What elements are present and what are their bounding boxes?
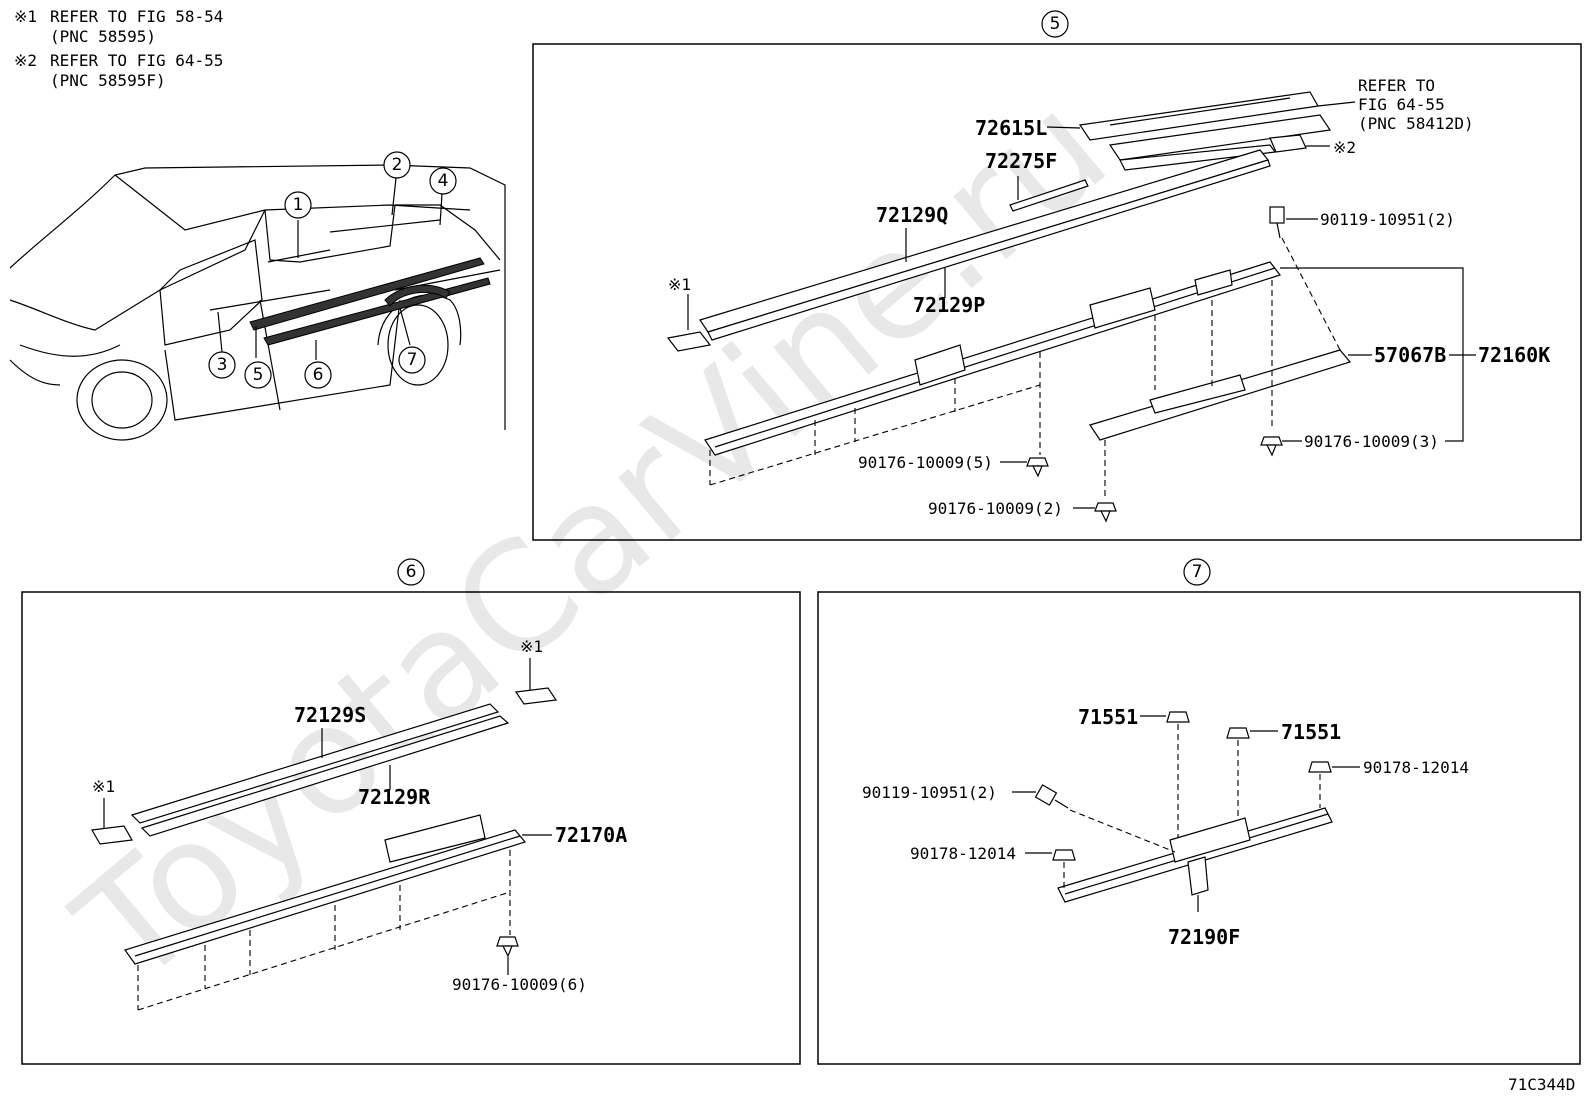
- note-1-mark: ※1: [14, 7, 37, 26]
- part-72160K: 72160K: [1478, 343, 1550, 367]
- part-72615L: 72615L: [975, 116, 1047, 140]
- part-72129S: 72129S: [294, 703, 366, 727]
- part-72129Q: 72129Q: [876, 203, 948, 227]
- part-71551-a: 71551: [1078, 705, 1138, 729]
- part-clip-90176-10009-3: 90176-10009(3): [1304, 432, 1439, 451]
- overview-callout-5: 5: [244, 361, 272, 389]
- notes: ※1 REFER TO FIG 58-54 (PNC 58595) ※2 REF…: [14, 7, 223, 90]
- svg-text:3: 3: [217, 355, 228, 375]
- svg-text:5: 5: [253, 365, 264, 385]
- part-72190F: 72190F: [1168, 925, 1240, 949]
- svg-text:6: 6: [313, 365, 324, 385]
- panel-5: 5 72615L REFER TO FIG 64-55 (PNC 58412D)…: [532, 10, 1582, 541]
- part-clip-90178-12014-left: 90178-12014: [910, 844, 1016, 863]
- note-1-line1: REFER TO FIG 58-54: [50, 7, 223, 26]
- panel-7-title: 7: [1183, 558, 1211, 586]
- part-72170A: 72170A: [555, 823, 627, 847]
- panel6-mark1-top: ※1: [520, 637, 543, 656]
- part-72275F: 72275F: [985, 149, 1057, 173]
- overview-callout-3: 3: [208, 351, 236, 379]
- part-clip-90178-12014-right: 90178-12014: [1363, 758, 1469, 777]
- part-57067B: 57067B: [1374, 343, 1446, 367]
- part-72129R: 72129R: [358, 785, 431, 809]
- overview-callout-4: 4: [429, 167, 457, 195]
- part-72129P: 72129P: [913, 293, 985, 317]
- panel-7: 7 72190F 71551 71551 90178-12014 90178-1…: [817, 558, 1581, 1065]
- overview-callout-2: 2: [383, 151, 411, 179]
- part-bolt-90119-10951-p7: 90119-10951(2): [862, 783, 997, 802]
- svg-text:1: 1: [293, 195, 304, 215]
- svg-text:2: 2: [392, 155, 403, 175]
- panel-5-title: 5: [1041, 10, 1069, 38]
- note-2-line2: (PNC 58595F): [50, 71, 166, 90]
- panel6-mark1-bottom: ※1: [92, 777, 115, 796]
- note-1-line2: (PNC 58595): [50, 27, 156, 46]
- part-bolt-90119-10951: 90119-10951(2): [1320, 210, 1455, 229]
- part-clip-90176-10009-6: 90176-10009(6): [452, 975, 587, 994]
- svg-text:7: 7: [1192, 562, 1203, 582]
- refer-line2: FIG 64-55: [1358, 95, 1445, 114]
- svg-text:7: 7: [407, 350, 418, 370]
- panel5-mark1: ※1: [668, 275, 691, 294]
- svg-text:6: 6: [406, 562, 417, 582]
- refer-line1: REFER TO: [1358, 76, 1435, 95]
- note-2-mark: ※2: [14, 51, 37, 70]
- figure-code: 71C344D: [1508, 1075, 1575, 1094]
- panel-6-title: 6: [397, 558, 425, 586]
- part-71551-b: 71551: [1281, 720, 1341, 744]
- part-clip-90176-10009-2: 90176-10009(2): [928, 499, 1063, 518]
- panel5-mark2: ※2: [1333, 138, 1356, 157]
- overview-callout-6: 6: [304, 361, 332, 389]
- vehicle-overview: 1 2 4 3 5 6 7: [9, 151, 506, 441]
- overview-callout-1: 1: [284, 191, 312, 219]
- panel-6: 6 ※1 ※1 72129S 72129R 72170A 9: [21, 558, 801, 1065]
- svg-text:5: 5: [1050, 14, 1061, 34]
- part-clip-90176-10009-5: 90176-10009(5): [858, 453, 993, 472]
- overview-callout-7: 7: [398, 346, 426, 374]
- svg-text:4: 4: [438, 171, 449, 191]
- note-2-line1: REFER TO FIG 64-55: [50, 51, 223, 70]
- refer-line3: (PNC 58412D): [1358, 114, 1474, 133]
